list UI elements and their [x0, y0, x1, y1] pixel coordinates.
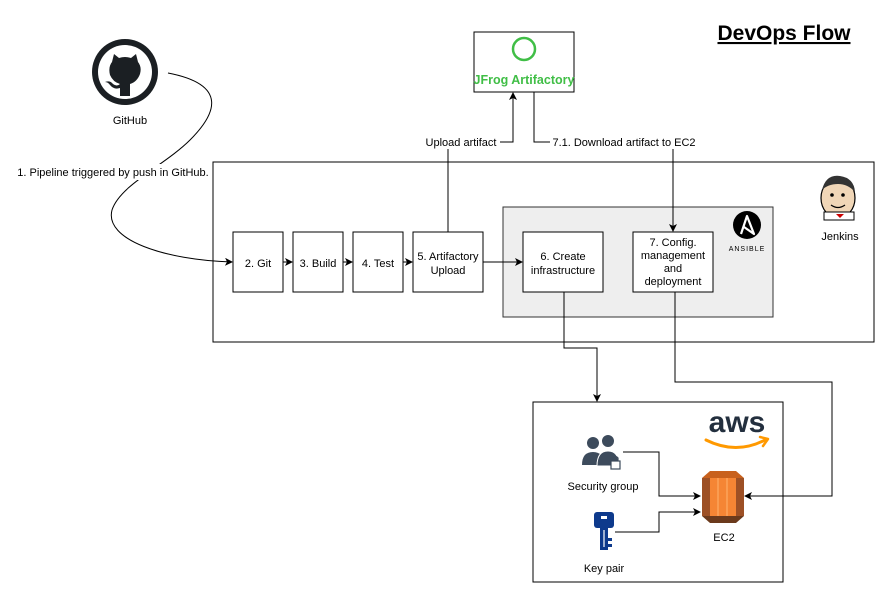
- step-build: 3. Build: [292, 231, 344, 293]
- aws-smile-icon: [704, 435, 770, 449]
- step-infra-line1: 6. Create: [540, 251, 585, 263]
- security-group-label: Security group: [568, 481, 639, 493]
- ec2-icon: [702, 471, 744, 523]
- key-pair-icon: [594, 512, 614, 550]
- github-label: GitHub: [113, 115, 147, 127]
- page-title: DevOps Flow: [717, 22, 851, 45]
- github-icon: [92, 39, 158, 105]
- step-git: 2. Git: [232, 231, 284, 293]
- step-artifactory-upload: 5. Artifactory Upload: [412, 231, 484, 293]
- ansible-label: ANSIBLE: [729, 246, 766, 253]
- edge-security-group-ec2: [623, 451, 701, 500]
- step-infra-line2: infrastructure: [531, 265, 595, 277]
- edge-key-pair-ec2: [615, 508, 701, 533]
- key-pair-label: Key pair: [584, 563, 625, 575]
- edge-push-label: 1. Pipeline triggered by push in GitHub.: [17, 167, 208, 179]
- jenkins-icon: [820, 175, 856, 221]
- jfrog-icon: [511, 36, 537, 62]
- step-config-line4: deployment: [645, 276, 702, 288]
- edge-config-ec2: [674, 292, 833, 500]
- step-config-management: 7. Config. management and deployment: [632, 231, 714, 293]
- edge-upload-label: Upload artifact: [426, 137, 497, 149]
- security-group-icon: [582, 434, 621, 470]
- step-create-infrastructure: 6. Create infrastructure: [522, 231, 604, 293]
- jenkins-label: Jenkins: [821, 231, 859, 243]
- step-config-line1: 7. Config.: [649, 237, 696, 249]
- step-config-line3: and: [664, 263, 682, 275]
- edge-download-label-bg: [550, 135, 698, 149]
- step-artifactory-line1: 5. Artifactory: [417, 251, 479, 263]
- step-build-label: 3. Build: [300, 258, 337, 270]
- step-test: 4. Test: [352, 231, 404, 293]
- jfrog-box: [473, 31, 575, 93]
- edge-infra-aws: [563, 292, 601, 402]
- edge-upload-label-bg: [424, 135, 500, 149]
- step-config-line2: management: [641, 250, 705, 262]
- edge-download-label: 7.1. Download artifact to EC2: [552, 137, 695, 149]
- step-test-label: 4. Test: [362, 258, 394, 270]
- step-artifactory-line2: Upload: [431, 265, 466, 277]
- ec2-label: EC2: [713, 532, 734, 544]
- aws-logo-text: aws: [709, 406, 766, 439]
- edge-push-label-bg: [16, 164, 210, 180]
- jfrog-label: JFrog Artifactory: [474, 73, 575, 87]
- step-git-label: 2. Git: [245, 258, 271, 270]
- ansible-icon: [733, 211, 761, 239]
